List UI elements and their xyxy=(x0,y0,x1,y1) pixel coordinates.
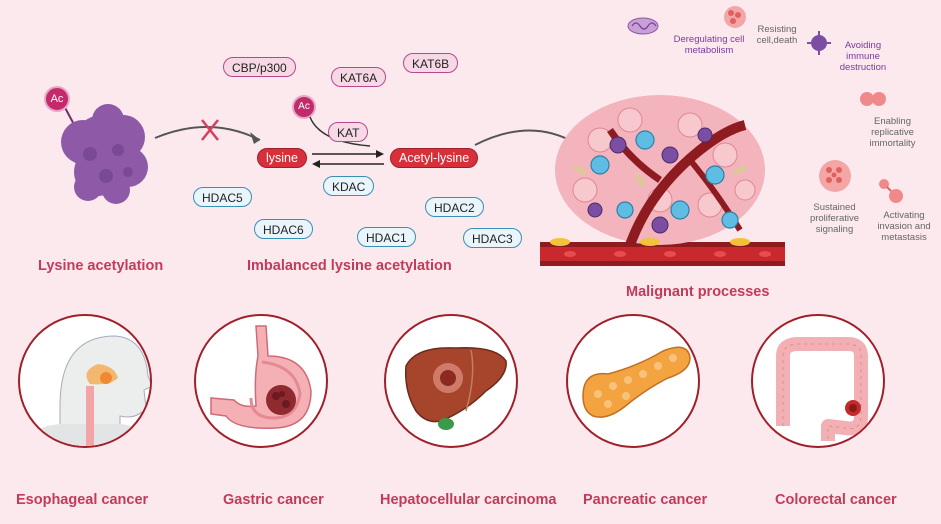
enzyme-hdac2: HDAC2 xyxy=(425,197,484,217)
caption-pancreatic-cancer: Pancreatic cancer xyxy=(583,492,708,508)
lysine-box: lysine xyxy=(257,148,307,168)
tumor-illustration xyxy=(540,95,785,266)
enzyme-hdac3: HDAC3 xyxy=(463,228,522,248)
enzyme-hdac1: HDAC1 xyxy=(357,227,416,247)
acetyl-lysine-box: Acetyl-lysine xyxy=(390,148,479,168)
organ-liver xyxy=(384,314,518,448)
caption-esophageal-cancer: Esophageal cancer xyxy=(16,492,149,508)
organ-esophagus xyxy=(18,314,152,448)
enzyme-kat6a: KAT6A xyxy=(331,67,387,87)
organ-pancreas xyxy=(566,314,700,448)
enzyme-kdac: KDAC xyxy=(323,176,375,196)
enzyme-kat6b: KAT6B xyxy=(403,53,459,73)
blocked-arrow xyxy=(154,119,261,144)
caption-gastric-cancer: Gastric cancer xyxy=(223,492,324,508)
hallmark-immune: Avoiding immune destruction xyxy=(839,40,887,73)
immune-cell-icon xyxy=(807,31,831,55)
protein-illustration xyxy=(61,101,148,204)
mitochondria-icon xyxy=(627,17,659,35)
caption-hepatocellular-carcinoma: Hepatocellular carcinoma xyxy=(380,492,557,508)
invading-cell-icon xyxy=(879,179,903,203)
dividing-cell-icon xyxy=(860,92,886,106)
caption-imbalanced-acetylation: Imbalanced lysine acetylation xyxy=(247,258,452,274)
hallmark-metabolism: Deregulating cell metabolism xyxy=(673,34,745,56)
organ-stomach xyxy=(194,314,328,448)
hallmark-invasion: Activating invasion and metastasis xyxy=(877,210,931,243)
proliferating-cell-icon xyxy=(819,160,851,192)
equilibrium-arrows xyxy=(312,150,384,168)
hallmark-resisting-death: Resisting cell,death xyxy=(756,24,798,46)
enzyme-hdac5: HDAC5 xyxy=(193,187,252,207)
enzyme-cbp-p300: CBP/p300 xyxy=(223,57,296,77)
hallmark-replicative: Enabling replicative immortality xyxy=(869,116,916,149)
ac-badge-middle: Ac xyxy=(292,95,316,119)
enzyme-kat: KAT xyxy=(328,122,369,142)
caption-colorectal-cancer: Colorectal cancer xyxy=(775,492,897,508)
ac-badge-left: Ac xyxy=(44,86,70,112)
dead-cell-icon xyxy=(724,6,746,28)
enzyme-hdac6: HDAC6 xyxy=(254,219,313,239)
caption-malignant-processes: Malignant processes xyxy=(626,284,770,300)
hallmark-proliferative: Sustained proliferative signaling xyxy=(809,202,860,235)
organ-colon xyxy=(751,314,885,448)
caption-lysine-acetylation: Lysine acetylation xyxy=(38,258,164,274)
